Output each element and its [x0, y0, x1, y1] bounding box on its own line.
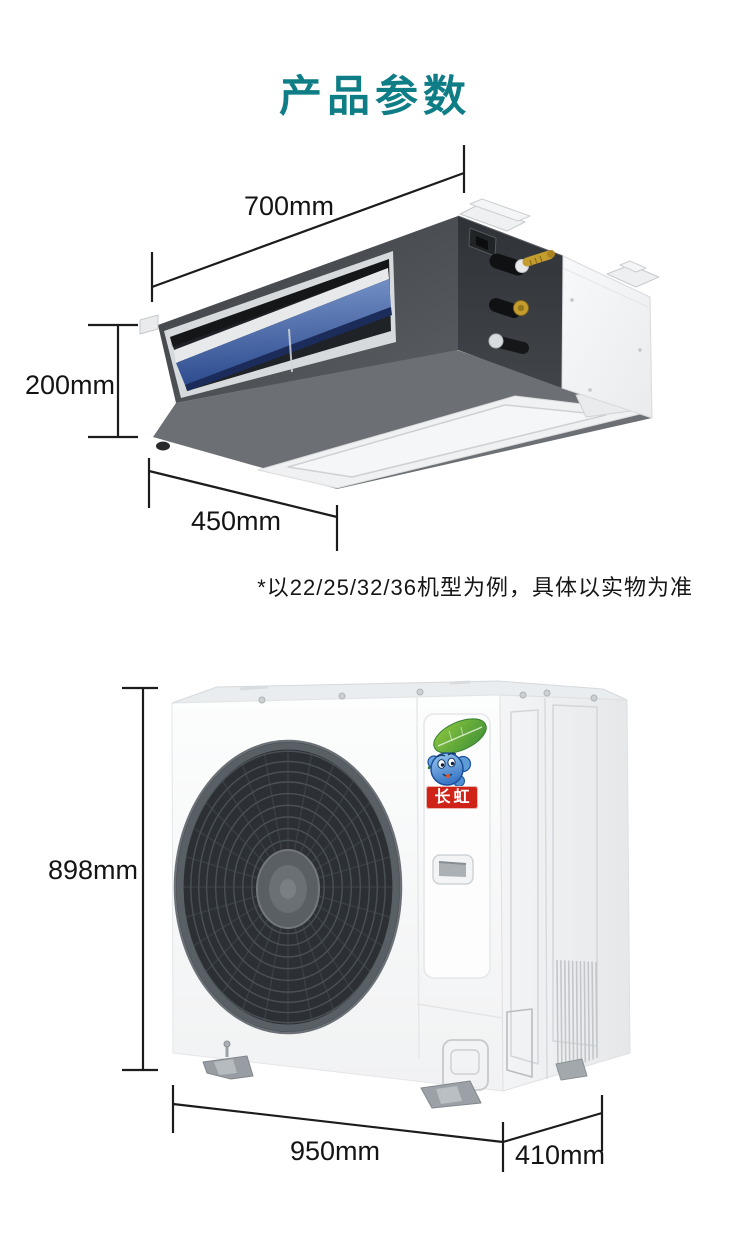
outdoor-depth-label: 410mm — [514, 1140, 606, 1170]
outdoor-right-panel1-outline — [510, 709, 539, 1065]
indoor-coil-blue — [176, 279, 391, 385]
brand-badge: 长虹 — [426, 786, 478, 809]
indoor-coil-dark-edge — [185, 307, 392, 391]
outdoor-width-label: 950mm — [289, 1136, 381, 1166]
outdoor-front-seam — [416, 693, 420, 1059]
indoor-top-hanger-bracket — [459, 198, 531, 232]
indoor-right-hanger-bracket — [606, 260, 660, 288]
outdoor-front-lower-seam — [416, 1003, 504, 1019]
top-screws — [258, 688, 598, 704]
page-title: 产品参数 — [279, 73, 471, 121]
fan-grille-icon — [173, 739, 403, 1035]
indoor-dimension-lines — [88, 145, 466, 551]
indoor-electrical-box-seam — [562, 267, 651, 309]
dim-line-950 — [171, 1085, 505, 1172]
top-tabs — [239, 680, 471, 691]
outdoor-louver-vents — [556, 959, 598, 1073]
indoor-bottom-panel-recess — [287, 404, 607, 478]
model-note: *以22/25/32/36机型为例，具体以实物为准 — [257, 575, 693, 600]
brand-mascot-icon — [427, 718, 487, 787]
indoor-left-hanger-tab — [139, 314, 159, 335]
outdoor-feet — [202, 1040, 588, 1109]
outdoor-height-label: 898mm — [47, 855, 139, 885]
dim-line-450 — [147, 458, 339, 551]
dim-line-200 — [88, 323, 138, 439]
indoor-depth-label: 450mm — [190, 506, 282, 536]
indoor-end-panel-edge — [457, 215, 564, 257]
dim-line-700 — [150, 145, 466, 302]
indoor-pipe-connections — [488, 250, 555, 354]
indoor-electrical-box-screws — [570, 298, 642, 392]
handle-recess — [432, 854, 474, 885]
outdoor-valve-cover-inner — [450, 1049, 480, 1075]
indoor-electrical-box — [561, 255, 653, 419]
indoor-opening-top-shadow — [170, 259, 389, 347]
indoor-coil-highlight — [174, 268, 389, 363]
logo-plate — [423, 713, 491, 979]
dim-line-410 — [502, 1095, 604, 1151]
indoor-foot — [156, 441, 170, 451]
outdoor-side-pipe-cover-outline — [506, 1008, 533, 1078]
indoor-underside — [153, 350, 652, 489]
indoor-unit-illustration — [139, 198, 660, 489]
outdoor-unit-illustration — [171, 680, 631, 1109]
indoor-coil-support — [288, 328, 293, 373]
outdoor-right-face-seam — [544, 697, 548, 1080]
dim-line-898 — [122, 686, 158, 1072]
indoor-height-label: 200mm — [24, 370, 116, 400]
outdoor-dimension-lines — [122, 686, 604, 1172]
indoor-junction-box-hole — [476, 236, 488, 250]
indoor-width-label: 700mm — [243, 191, 335, 221]
